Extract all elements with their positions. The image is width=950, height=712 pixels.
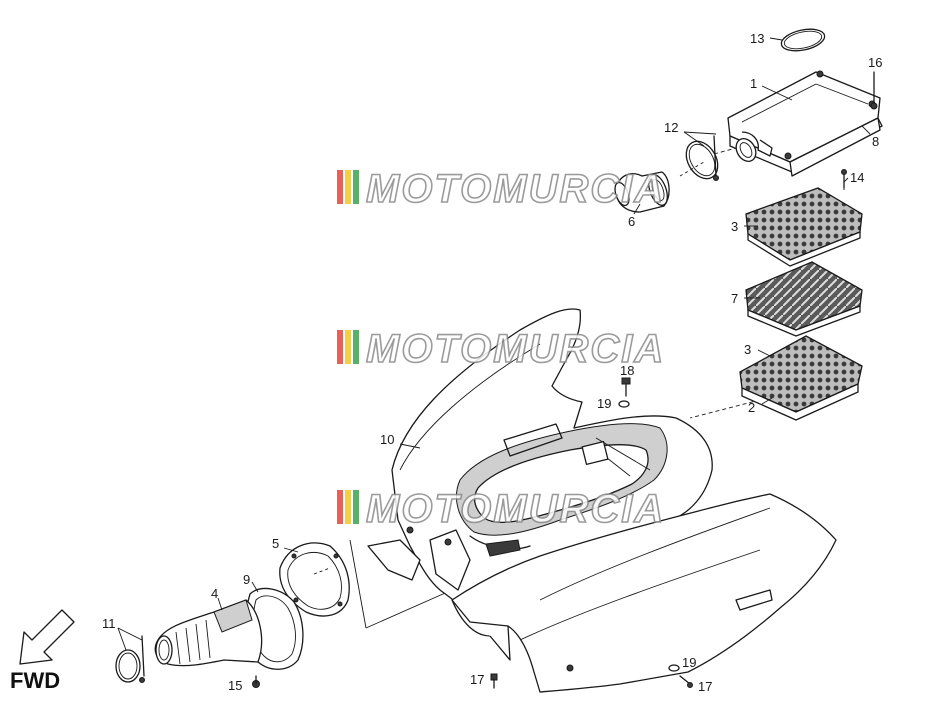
watermark-text: MOTOMURCIA: [366, 167, 665, 211]
callout-18: 18: [620, 363, 634, 378]
callout-5: 5: [272, 536, 279, 551]
part-13-o-ring: [780, 28, 826, 52]
part-16-screw: [870, 71, 878, 110]
part-12-clamp: [685, 135, 719, 181]
callout-leaders: [117, 37, 871, 651]
part-8-airbox-lower: [784, 117, 881, 177]
callout-14: 14: [850, 170, 864, 185]
watermark-3: MOTOMURCIA: [337, 486, 665, 532]
part-4-intake-boot: [154, 599, 263, 667]
part-3-filter-upper: [745, 187, 863, 267]
callout-11: 11: [102, 616, 116, 631]
callout-17-left: 17: [470, 672, 484, 687]
part-19-washer: [618, 400, 630, 408]
watermark-text: MOTOMURCIA: [366, 487, 665, 531]
callout-17-right: 17: [698, 679, 712, 694]
callout-19-upper: 19: [597, 396, 611, 411]
callout-6: 6: [628, 214, 635, 229]
callout-3-lower: 3: [744, 342, 751, 357]
watermark-logo-icon: [337, 170, 359, 204]
watermark-2: MOTOMURCIA: [337, 326, 665, 372]
callout-7: 7: [731, 291, 738, 306]
part-18-bolt: [621, 377, 631, 397]
part-11-clamp: [115, 635, 145, 683]
forward-label: FWD: [10, 668, 60, 693]
callout-8: 8: [872, 134, 879, 149]
callout-3-upper: 3: [731, 219, 738, 234]
callout-9: 9: [243, 572, 250, 587]
part-17-bolt-right: [679, 675, 693, 688]
callout-19-right: 19: [682, 655, 696, 670]
watermark-logo-icon: [337, 490, 359, 524]
callout-4: 4: [211, 586, 218, 601]
callout-labels: 13 1 16 8 12 6 14 3 7 3 2 18 19 10 5 9 4…: [102, 31, 882, 694]
callout-10: 10: [380, 432, 394, 447]
forward-indicator: FWD: [10, 609, 75, 693]
callout-16: 16: [868, 55, 882, 70]
callout-12: 12: [664, 120, 678, 135]
callout-2: 2: [748, 400, 755, 415]
callout-1: 1: [750, 76, 757, 91]
callout-15: 15: [228, 678, 242, 693]
part-19-washer-right: [668, 664, 680, 672]
part-17-bolt-left: [490, 673, 498, 689]
callout-13: 13: [750, 31, 764, 46]
watermark-text: MOTOMURCIA: [366, 327, 665, 371]
part-7-filter-element: [745, 261, 863, 337]
watermark-1: MOTOMURCIA: [337, 166, 665, 212]
watermark-logo-icon: [337, 330, 359, 364]
rear-fender-side-panel: [451, 493, 837, 693]
part-6-intake-duct: [614, 161, 705, 213]
part-14-screw: [841, 169, 847, 189]
part-5-gasket: [279, 542, 350, 617]
forward-arrow-icon: [19, 609, 75, 665]
airbox-intake-stub: [735, 131, 773, 162]
part-15-bolt: [252, 675, 260, 688]
